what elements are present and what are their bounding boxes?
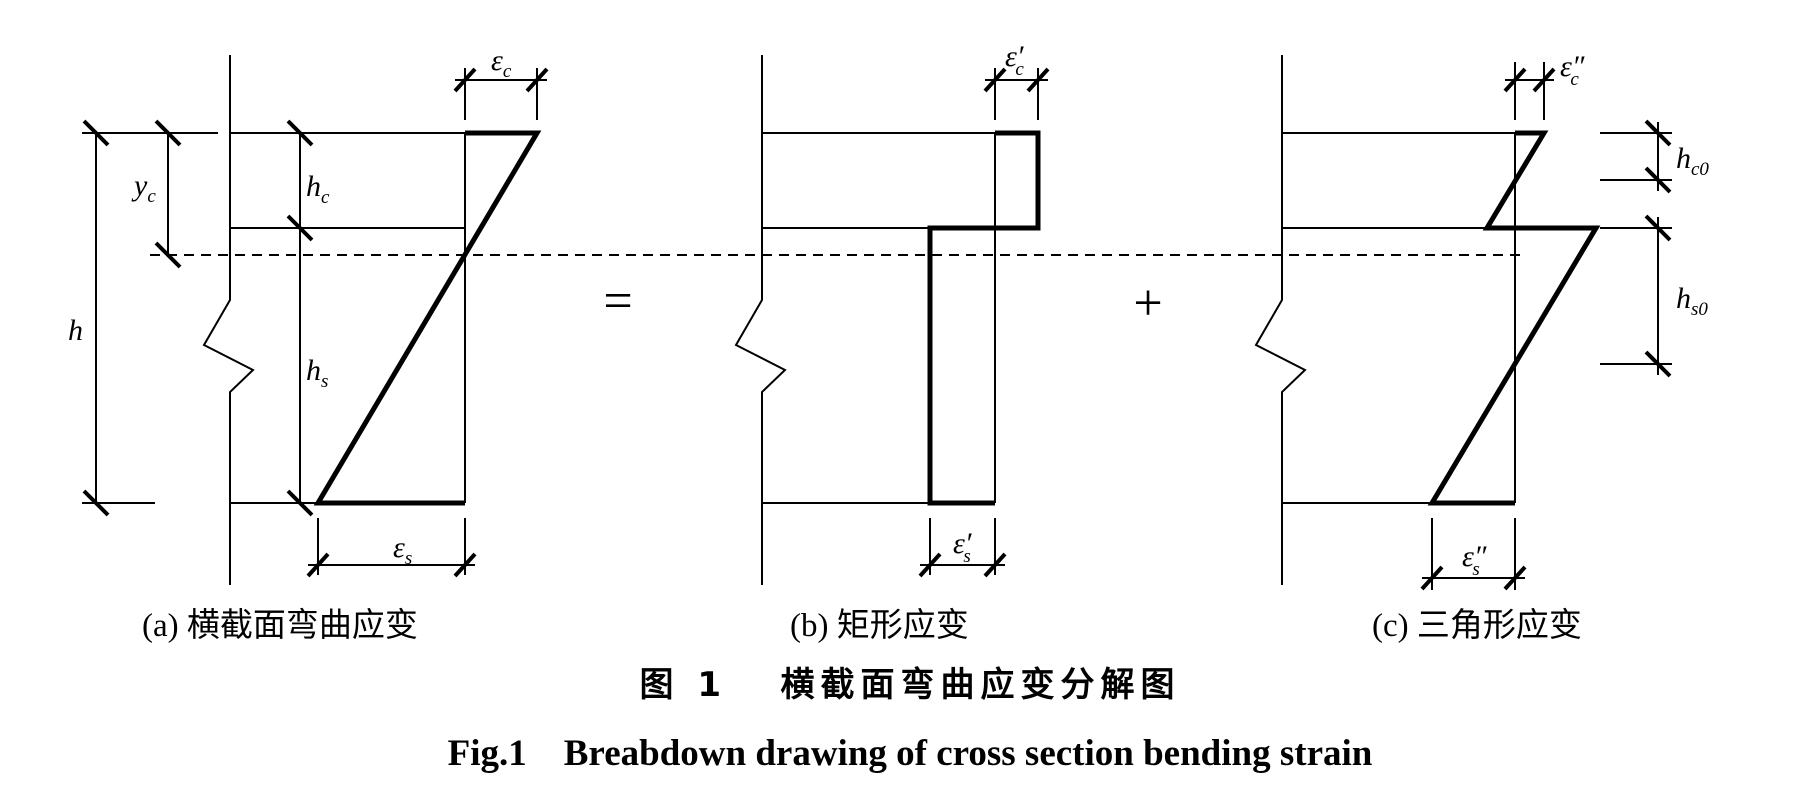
equals-sign: =	[603, 273, 632, 330]
panel-a-hc-tick-mid	[286, 214, 314, 242]
panel-a-caption: (a) 横截面弯曲应变	[142, 607, 418, 644]
panel-a-h-label: h	[68, 314, 83, 347]
plus-sign: +	[1133, 275, 1162, 332]
panel-c-es-tick-left	[1420, 565, 1444, 591]
panel-a-ec-tick-right	[525, 67, 549, 93]
panel-c-hs0-label: hs0	[1676, 282, 1708, 320]
panel-c-hc0-label: hc0	[1676, 142, 1709, 180]
panel-c-hc0-tick-bottom	[1644, 166, 1672, 194]
panel-c-caption: (c) 三角形应变	[1372, 607, 1582, 644]
panel-b-ec-tick-left	[983, 67, 1007, 93]
panel-b-strain-profile	[927, 130, 1041, 506]
panel-c-hc0-tick-top	[1644, 119, 1672, 147]
panel-c-section-wall	[1254, 55, 1307, 585]
panel-c-ec-tick-left	[1503, 67, 1527, 93]
panel-b-caption: (b) 矩形应变	[790, 607, 969, 644]
panel-c-hs0-tick-bottom	[1644, 350, 1672, 378]
panel-b-ec-label: ε′c	[1005, 40, 1024, 80]
panel-a-hs-tick-bottom	[286, 489, 314, 517]
panel-a-es-tick-left	[306, 552, 330, 578]
panel-b-es-tick-left	[918, 552, 942, 578]
panel-a-yc-label: yc	[131, 169, 156, 207]
panel-a-hs-label: hs	[306, 354, 328, 392]
panel-a-ec-tick-left	[453, 67, 477, 93]
panel-a-h-tick-top	[82, 119, 110, 147]
panel-a-es-label: εs	[393, 531, 412, 569]
panel-b-ec-tick-right	[1026, 67, 1050, 93]
panel-b-es-tick-right	[983, 552, 1007, 578]
figure-caption-cn: 图 1 横截面弯曲应变分解图	[639, 665, 1180, 705]
panel-a-ec-label: εc	[491, 44, 512, 82]
panel-a-strain-profile	[313, 130, 542, 506]
panel-a: h yc hc hs εc	[68, 44, 549, 644]
panel-a-hc-label: hc	[306, 170, 330, 208]
panel-c-ec-label: ε″c	[1560, 50, 1585, 90]
panel-a-hc-tick-top	[286, 119, 314, 147]
panel-c-es-tick-right	[1503, 565, 1527, 591]
panel-a-yc-tick-top	[154, 119, 182, 147]
panel-a-es-tick-right	[453, 552, 477, 578]
panel-c: ε″c ε″s hc0 hs0 (c) 三角形应变	[1254, 50, 1709, 644]
panel-b-es-label: ε′s	[953, 527, 972, 567]
figure-caption-en: Fig.1 Breabdown drawing of cross section…	[448, 733, 1373, 774]
panel-b: ε′c ε′s (b) 矩形应变	[734, 40, 1050, 644]
panel-b-section-wall	[734, 55, 787, 585]
panel-c-es-label: ε″s	[1462, 540, 1487, 580]
panel-c-strain-profile	[1427, 130, 1601, 506]
panel-a-section-wall	[202, 55, 255, 585]
panel-a-h-tick-bottom	[82, 489, 110, 517]
panel-c-hs0-tick-top	[1644, 214, 1672, 242]
panel-c-ec-tick-right	[1532, 67, 1556, 93]
